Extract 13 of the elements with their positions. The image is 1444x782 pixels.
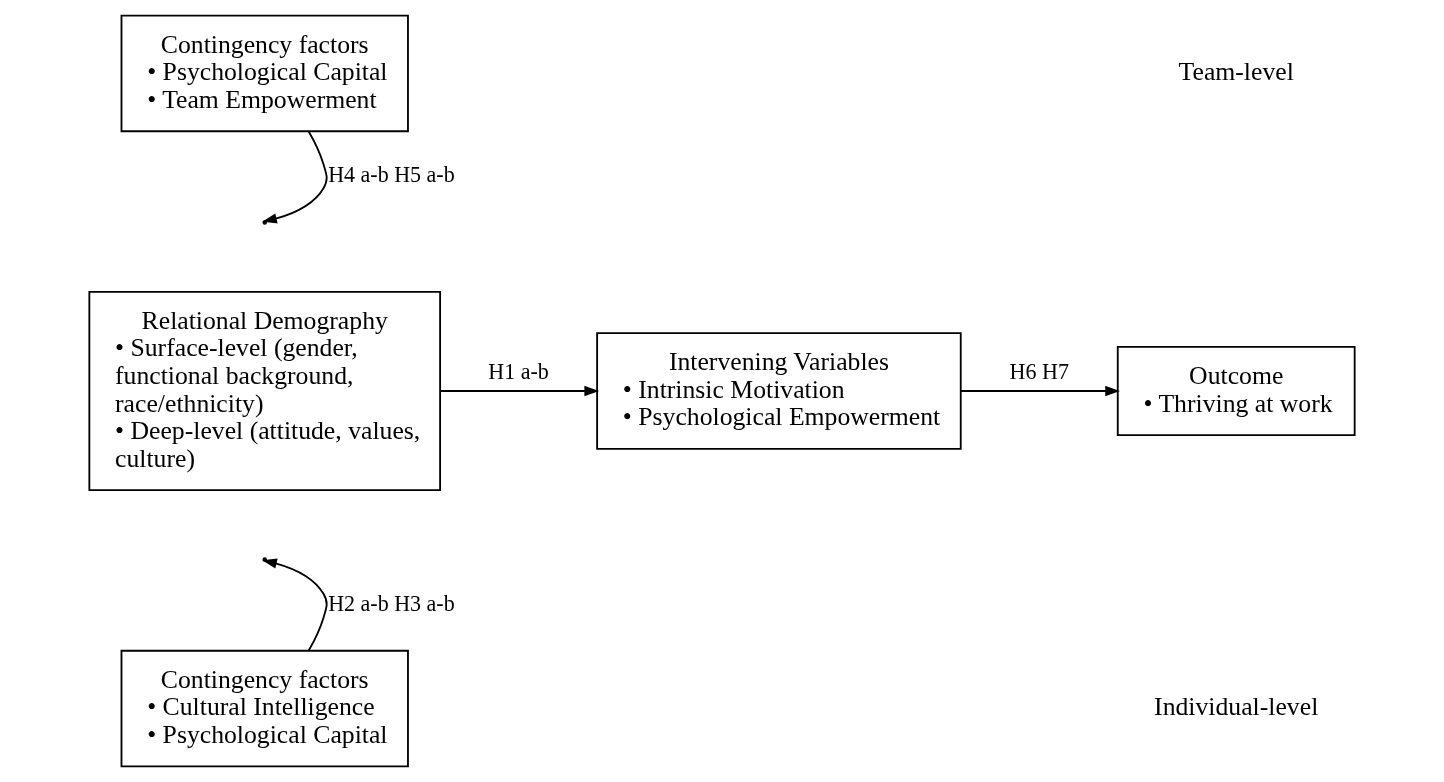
node-box: Relational Demography • Surface-level (gender, functional background, race/ethnicity) • Deep-level (attitude, values, culture) xyxy=(88,290,442,492)
edge-label: H4 a-b H5 a-b xyxy=(328,161,455,187)
label: Team-level xyxy=(1178,57,1294,87)
arrow xyxy=(439,385,600,397)
label: Individual-level xyxy=(1154,692,1319,722)
node-box: Contingency factors • Cultural Intelligence • Psychological Capital xyxy=(120,649,409,768)
edge-label: H1 a-b xyxy=(488,359,549,385)
edge-label: H2 a-b H3 a-b xyxy=(328,591,455,617)
edge-label: H6 H7 xyxy=(1009,359,1069,385)
arrow xyxy=(960,385,1120,397)
node-box: Outcome • Thriving at work xyxy=(1116,346,1356,436)
node-box: Contingency factors • Psychological Capital • Team Empowerment xyxy=(120,14,409,133)
node-box: Intervening Variables • Intrinsic Motivation • Psychological Empowerment xyxy=(596,332,962,450)
